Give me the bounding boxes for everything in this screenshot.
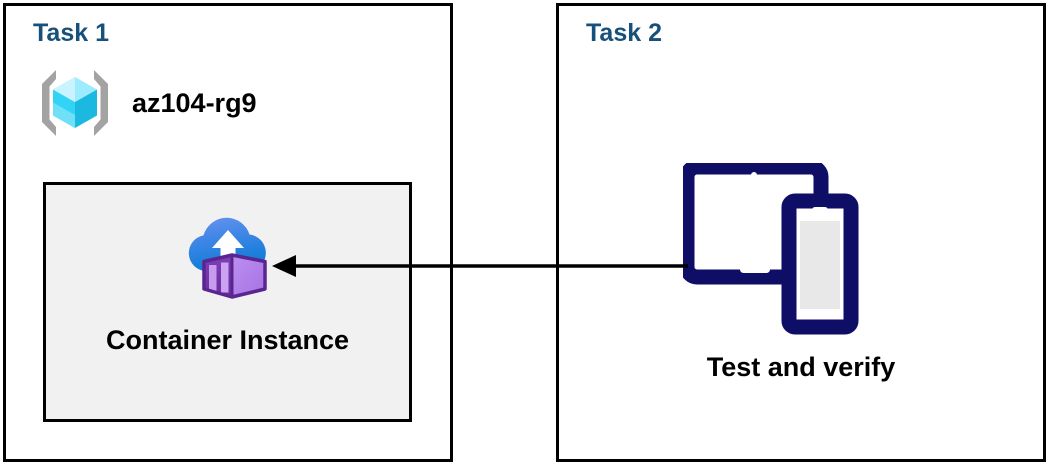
container-instance-label: Container Instance	[105, 325, 350, 355]
panel-task-2-title: Task 2	[586, 19, 662, 47]
container-instance-icon	[188, 217, 267, 299]
tablet-and-phone-icon	[683, 163, 859, 335]
left-arrow-icon	[272, 255, 688, 277]
container-instance-card: Container Instance	[43, 182, 412, 422]
resource-group-row: az104-rg9	[36, 64, 257, 142]
resource-group-label: az104-rg9	[132, 87, 257, 118]
test-and-verify-label: Test and verify	[706, 352, 896, 382]
panel-task-1: Task 1 az104-rg9	[3, 3, 453, 462]
resource-group-icon	[42, 70, 108, 136]
panel-task-1-title: Task 1	[33, 19, 109, 47]
